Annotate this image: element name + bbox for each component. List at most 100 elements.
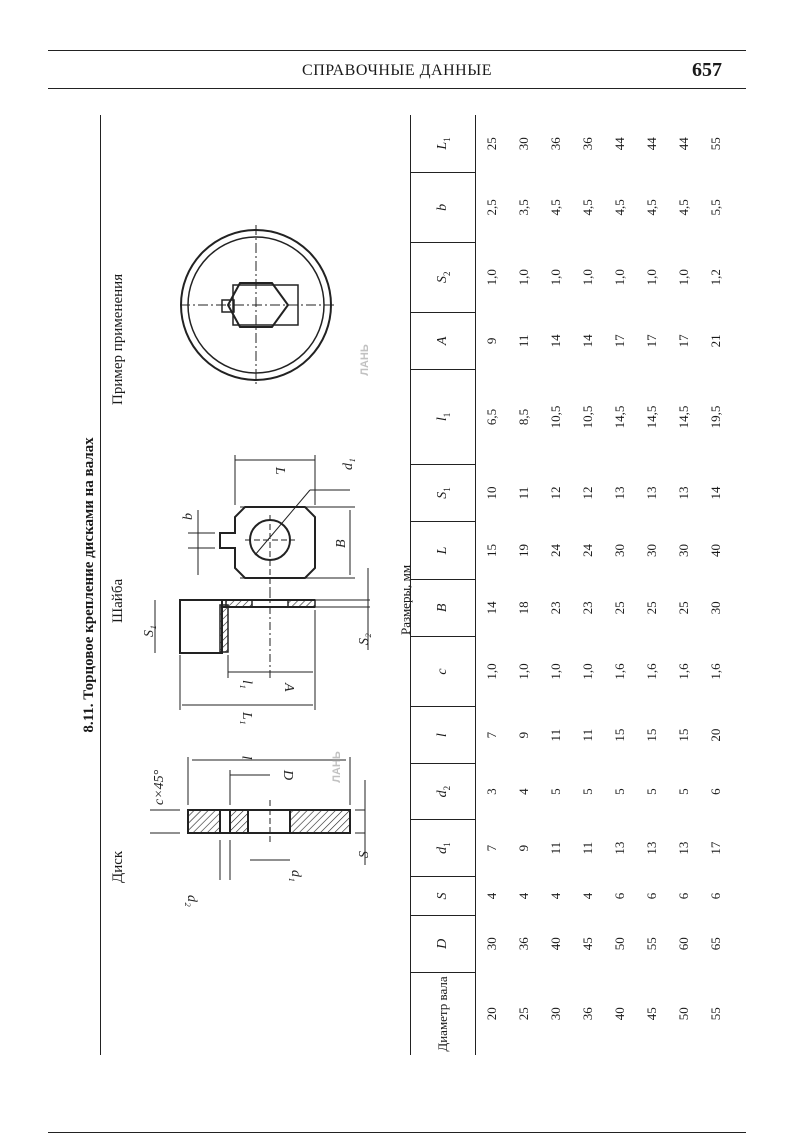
dim-l: l — [241, 756, 256, 760]
dim-b: b — [181, 513, 196, 520]
table-cell: 36 — [580, 137, 595, 151]
table-cell: 14 — [484, 601, 499, 615]
table-cell: 12 — [580, 486, 595, 500]
table-cell: 30 — [516, 137, 531, 151]
dim-d1: d₁ — [341, 458, 356, 470]
table-cell: 6 — [708, 788, 723, 795]
table-cell: 40 — [708, 543, 723, 557]
table-cell: 21 — [708, 334, 723, 348]
table-cell: 36 — [580, 1007, 595, 1021]
table-cell: 44 — [644, 137, 659, 151]
table-cell: 1,0 — [676, 269, 691, 286]
table-cell: 15 — [644, 728, 659, 742]
dim-D: D — [280, 769, 295, 780]
table-cell: 30 — [708, 601, 723, 615]
table-cell: 9 — [516, 844, 531, 852]
table-cell: 36 — [548, 137, 563, 151]
table-cell: 6 — [676, 892, 691, 900]
svg-text:ЛАНЬ: ЛАНЬ — [331, 751, 343, 783]
header-subscript: 1 — [441, 137, 452, 142]
table-cell: 10 — [484, 486, 499, 500]
table-cell: 7 — [484, 731, 499, 739]
table-cell: 23 — [580, 601, 595, 615]
table-cell: 20 — [708, 728, 723, 742]
table-cell: 1,0 — [644, 269, 659, 286]
table-cell: 65 — [708, 937, 723, 951]
table-cell: 1,0 — [580, 269, 595, 286]
table-cell: 40 — [548, 937, 563, 951]
column-header: A — [410, 312, 476, 370]
table-cell: 11 — [580, 841, 595, 855]
table-cell: 20 — [484, 1007, 499, 1021]
header-text: S — [434, 276, 450, 283]
header-subscript: 1 — [441, 487, 452, 492]
table-cell: 50 — [676, 1007, 691, 1021]
table-cell: 45 — [644, 1007, 659, 1021]
table-cell: 1,6 — [676, 663, 691, 680]
page-number: 657 — [692, 59, 722, 81]
watermark-logo: ЛАНЬ ЛАНЬ — [331, 344, 371, 783]
table-cell: 19,5 — [708, 405, 723, 429]
table-cell: 30 — [676, 543, 691, 557]
table-cell: 5 — [644, 788, 659, 795]
disc-label: Диск — [110, 850, 126, 883]
table-cell: 5 — [548, 788, 563, 795]
table-cell: 13 — [644, 841, 659, 855]
table-cell: 25 — [676, 601, 691, 615]
header-text: c — [435, 668, 450, 675]
table-cell: 24 — [580, 543, 595, 557]
header-subscript: 1 — [441, 412, 452, 418]
header-subscript: 1 — [441, 842, 452, 847]
dim-d1-disc: d₁ — [288, 870, 303, 882]
table-cell: 11 — [580, 728, 595, 742]
table-cell: 6 — [612, 892, 627, 900]
table-cell: 5,5 — [708, 199, 723, 216]
table-cell: 4,5 — [676, 199, 691, 216]
table-cell: 5 — [676, 788, 691, 795]
table-cell: 14,5 — [612, 405, 627, 429]
column-header: d1 — [410, 819, 476, 877]
rotated-section: 8.11. Торцовое крепление дисками на вала… — [80, 115, 740, 1055]
header-text: S — [434, 491, 450, 499]
dim-l1: l₁ — [239, 680, 254, 689]
section-frame-rule — [100, 115, 101, 1055]
dim-L: L — [272, 466, 287, 475]
table-cell: 9 — [484, 337, 499, 345]
table-cell: 9 — [516, 731, 531, 739]
example-view — [180, 225, 335, 385]
column-header: S — [410, 876, 476, 916]
table-cell: 15 — [612, 728, 627, 742]
table-cell: 7 — [484, 844, 499, 852]
table-cell: 25 — [612, 601, 627, 615]
dim-S2: S₂ — [357, 633, 372, 645]
table-cell: 18 — [516, 601, 531, 615]
table-cell: 36 — [516, 937, 531, 951]
table-cell: 44 — [612, 137, 627, 151]
header-text: d — [434, 790, 450, 798]
table-cell: 4 — [516, 788, 531, 795]
table-cell: 5 — [612, 788, 627, 795]
table-cell: 1,0 — [484, 663, 499, 680]
column-header: B — [410, 579, 476, 637]
table-cell: 30 — [644, 543, 659, 557]
table-cell: 13 — [644, 486, 659, 500]
table-cell: 11 — [548, 841, 563, 855]
table-cell: 11 — [516, 486, 531, 500]
dim-c45: c×45° — [152, 769, 167, 805]
column-header: L — [410, 521, 476, 580]
table-cell: 4,5 — [580, 199, 595, 216]
table-cell: 10,5 — [580, 405, 595, 429]
table-cell: 1,0 — [516, 663, 531, 680]
table-cell: 14 — [708, 486, 723, 500]
header-text: L — [435, 546, 450, 555]
table-cell: 1,2 — [708, 269, 723, 286]
table-cell: 2,5 — [484, 199, 499, 216]
table-cell: 10,5 — [548, 405, 563, 429]
table-cell: 4 — [484, 892, 499, 900]
